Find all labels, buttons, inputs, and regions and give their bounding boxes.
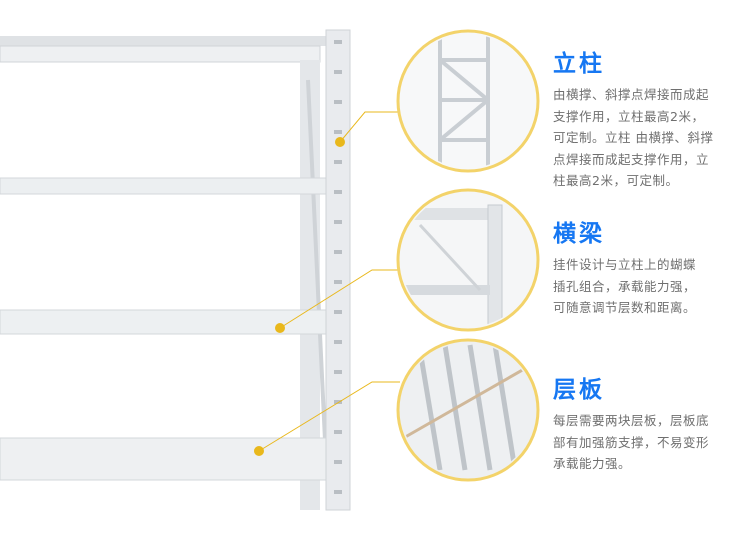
feature-text: 支撑作用，立柱最高2米， bbox=[553, 108, 705, 124]
feature-text: 挂件设计与立柱上的蝴蝶 bbox=[553, 257, 697, 272]
callout-dots bbox=[254, 137, 345, 456]
feature-shelf-board: 层板 每层需要两块层板，层板底 部有加强筋支撑，不易变形 承载能力强。 bbox=[553, 370, 709, 475]
feature-title: 立柱 bbox=[553, 51, 605, 77]
feature-text: 可随意调节层数和距离。 bbox=[553, 300, 697, 315]
feature-text: 每层需要两块层板，层板底 bbox=[553, 413, 710, 428]
detail-upright bbox=[396, 29, 540, 173]
callout-lines bbox=[258, 111, 400, 452]
feature-title: 层板 bbox=[553, 377, 605, 403]
detail-shelf-board bbox=[396, 338, 540, 482]
feature-text: 由横撑、斜撑点焊接而成起 bbox=[553, 87, 710, 102]
feature-text: 点焊接而成起支撑作用，立 bbox=[553, 151, 710, 167]
detail-beam bbox=[396, 188, 540, 332]
feature-text: 承载能力强。 bbox=[553, 456, 632, 471]
feature-beam: 横梁 挂件设计与立柱上的蝴蝶 插孔组合，承载能力强， 可随意调节层数和距离。 bbox=[553, 214, 696, 319]
feature-text: 柱最高2米，可定制。 bbox=[553, 173, 679, 188]
feature-upright: 立柱 由横撑、斜撑点焊接而成起 支撑作用，立柱最高2米， 可定制。立柱 由横撑、… bbox=[553, 44, 713, 192]
shelf-unit bbox=[0, 29, 351, 511]
feature-text: 插孔组合，承载能力强， bbox=[553, 278, 697, 294]
feature-text: 部有加强筋支撑，不易变形 bbox=[553, 434, 710, 450]
feature-text: 可定制。立柱 由横撑、斜撑 bbox=[553, 130, 714, 145]
feature-title: 横梁 bbox=[553, 221, 605, 247]
